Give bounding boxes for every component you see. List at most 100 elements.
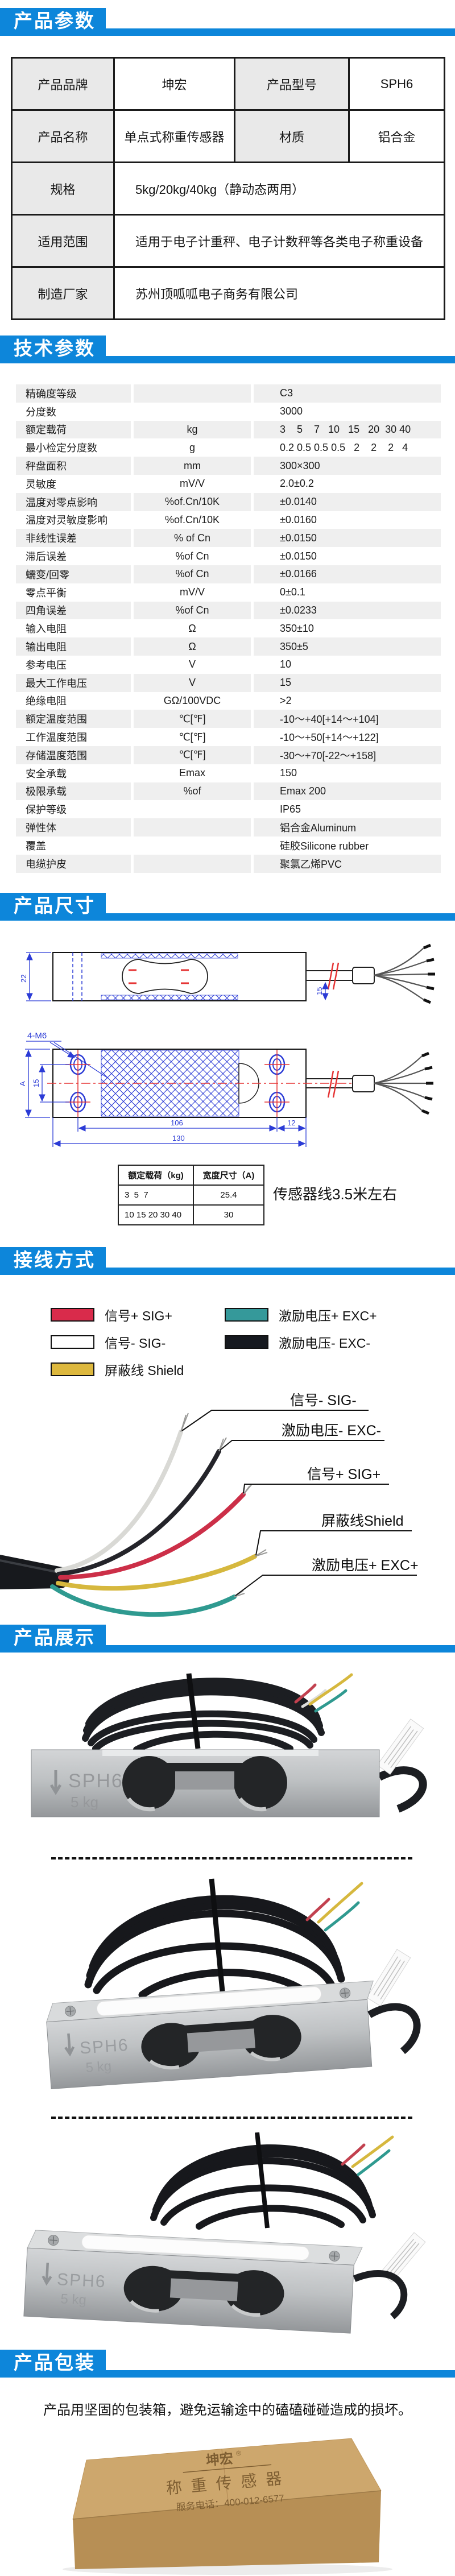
tech-row: 弹性体铝合金Aluminum [16,818,441,836]
table-row: 3 5 7 25.4 [118,1185,264,1206]
tech-name: 最小检定分度数 [26,442,97,454]
wires [50,1430,257,1617]
tech-value: 0.2 0.5 0.5 0.5 2 2 2 4 [280,441,408,453]
tech-unit: %of [134,782,251,801]
section-title-display: 产品展示 [0,1625,106,1651]
cell-width: 30 [193,1204,264,1225]
tech-row: 额定温度范围℃[℉]-10～+40[+14～+104] [16,710,441,728]
top-label [81,2235,309,2260]
exposed-wire-tips [305,1882,363,1932]
legend-label: 信号+ SIG+ [105,1308,172,1323]
cable-loop [367,2003,421,2055]
legend-label: 激励电压+ EXC+ [279,1308,377,1323]
tech-row: 工作温度范围℃[℉]-10～+50[+14～+122] [16,728,441,746]
tech-unit: kg [134,420,251,439]
label-tag [380,2232,426,2283]
param-value: 苏州顶呱呱电子商务有限公司 [113,266,445,320]
tech-row: 存储温度范围℃[℉]-30～+70[-22～+158] [16,746,441,764]
section-header-display: 产品展示 [0,1625,455,1654]
label-4-M6: 4-M6 [27,1031,47,1041]
tech-value: ±0.0140 [254,492,441,511]
tech-name: 参考电压 [26,659,67,671]
tech-value: 15 [254,673,441,692]
tech-value: 3 5 7 10 15 20 30 40 [254,420,441,439]
top-label [96,1986,322,2016]
dim-12: 12 [287,1119,295,1127]
wire-color-swatch [225,1308,268,1322]
tech-name: 蠕变/回零 [16,565,131,583]
tech-name: 覆盖 [26,840,46,852]
tech-name: 输出电阻 [16,637,131,656]
tech-unit: V [188,659,196,670]
leader-lines [181,1410,417,1596]
section-title-wiring: 接线方式 [0,1247,106,1273]
tech-name: 额定载荷 [16,420,131,439]
marking-capacity: 5 kg [60,2291,87,2308]
photo-separator [51,2117,412,2119]
tech-unit: GΩ/100VDC [163,694,221,706]
wire-color-swatch [51,1335,94,1349]
tech-unit: mV/V [179,586,205,598]
table-row: 10 15 20 30 40 30 [118,1204,264,1225]
legend-item: 屏蔽线 Shield [51,1360,184,1379]
tech-unit: % of Cn [134,529,251,548]
section-header-tech: 技术参数 [0,336,455,365]
tech-value: 硅胶Silicone rubber [280,840,369,852]
load-cell-body: SPH6 5 kg [46,1980,421,2089]
wire-label-shield: 屏蔽线Shield [321,1513,404,1529]
cable-loop [377,1766,427,1813]
tech-row: 滞后误差%of Cn±0.0150 [16,547,441,565]
tech-row: 蠕变/回零%of Cn±0.0166 [16,565,441,583]
tech-unit [134,384,251,403]
zip-tie [186,1673,201,1749]
cell-load: 10 15 20 30 40 [118,1204,194,1225]
param-label: 规格 [11,161,115,216]
tech-unit [134,854,251,873]
product-photo-2: SPH6 5 kg [0,1871,455,2118]
wire-breakout-diagram: 信号- SIG- 激励电压- EXC- 信号+ SIG+ 屏蔽线Shield 激… [0,1393,419,1617]
table-row: 产品名称 单点式称重传感器 材质 铝合金 [11,109,445,163]
product-param-table: 产品品牌 坤宏 产品型号 SPH6 产品名称 单点式称重传感器 材质 铝合金 规… [11,57,445,320]
cable-loop [353,2270,408,2320]
dim-15-top: 15 [32,1079,40,1087]
tech-unit [134,403,251,421]
dimension-drawing-area: 22 15 [0,938,455,1257]
param-value: 适用于电子计重秤、电子计数秤等各类电子称重设备 [113,214,445,268]
tech-name: 保护等级 [26,804,67,816]
tech-name: 精确度等级 [16,384,131,403]
tech-value: ±0.0233 [254,601,441,620]
tech-unit: %of Cn [134,601,251,620]
legend-label: 激励电压- EXC- [279,1336,370,1351]
param-value: 单点式称重传感器 [113,109,235,163]
wire-label-exc-minus: 激励电压- EXC- [282,1423,381,1439]
tech-name: 温度对零点影响 [16,492,131,511]
label-tag [377,1718,424,1775]
tech-value: 150 [280,767,297,779]
tech-unit: Ω [188,622,196,634]
tech-unit [134,836,251,855]
tech-value: -30～+70[-22～+158] [254,746,441,764]
photo-separator [51,1857,412,1859]
tech-name: 分度数 [26,406,56,418]
param-label: 适用范围 [11,214,115,268]
legend-item: 激励电压+ EXC+ [225,1305,377,1324]
exposed-wire-tips [294,1673,353,1713]
marking-model: SPH6 [56,2270,106,2291]
wire-fan [374,947,428,1000]
table-row: 产品品牌 坤宏 产品型号 SPH6 [11,57,445,111]
tech-name: 极限承载 [16,782,131,801]
param-label: 材质 [234,109,350,163]
dimension-drawing: 22 15 [18,943,435,1147]
tech-value: 0±0.1 [280,586,305,598]
tech-name: 工作温度范围 [26,732,87,744]
marking-capacity: 5 kg [85,2059,112,2076]
section-header-wiring: 接线方式 [0,1247,455,1277]
tech-row: 温度对灵敏度影响%of.Cn/10K±0.0160 [16,511,441,529]
